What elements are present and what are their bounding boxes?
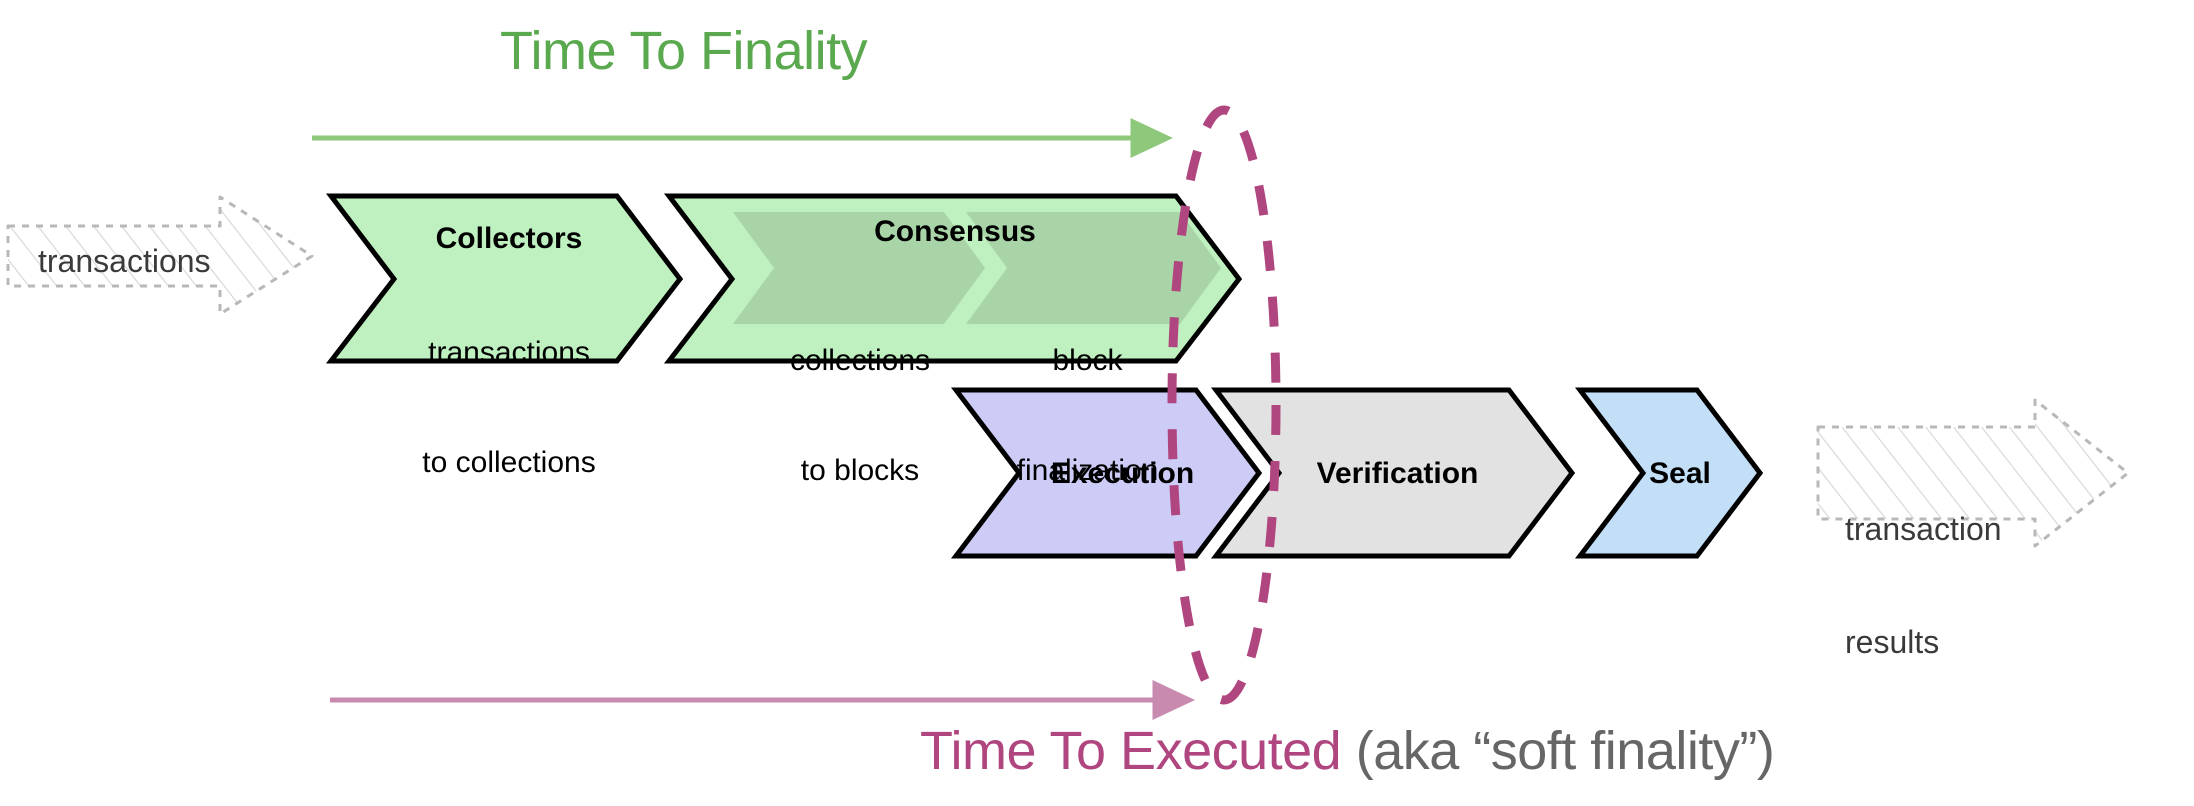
- collectors-chevron[interactable]: [325, 193, 684, 364]
- transaction-results-output-ghost-arrow: [1816, 398, 2130, 548]
- consensus-substage-collections-to-blocks: [733, 212, 985, 324]
- seal-chevron[interactable]: [1574, 387, 1764, 559]
- execution-chevron[interactable]: [950, 387, 1263, 559]
- consensus-chevron[interactable]: [663, 193, 1243, 364]
- finality-boundary-ellipse: [1167, 105, 1281, 705]
- consensus-substage-block-finalization: [966, 212, 1221, 324]
- transactions-input-ghost-arrow: [6, 195, 314, 316]
